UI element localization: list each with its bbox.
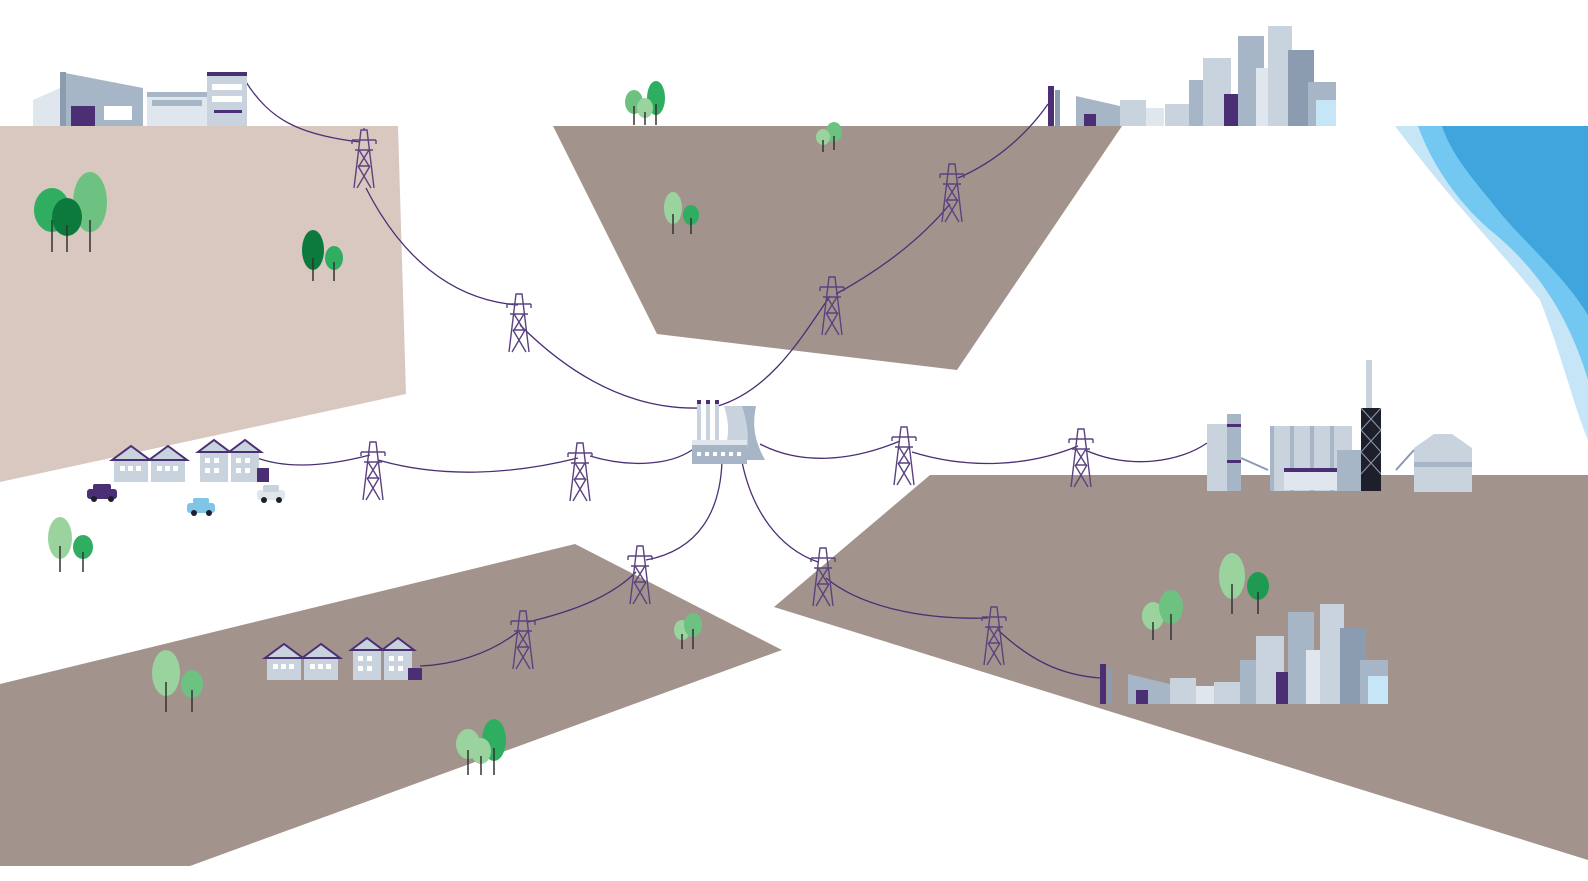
pylon-icon	[506, 293, 532, 353]
house-icon	[298, 642, 344, 680]
tree-icon	[48, 517, 93, 572]
pylon-icon	[567, 442, 593, 502]
house-icon	[379, 636, 422, 680]
power-station-icon	[692, 400, 765, 464]
pylon-icon	[891, 426, 917, 486]
power-lines	[245, 81, 1208, 679]
tree-icon	[816, 122, 842, 152]
houses-village-bottom	[261, 636, 422, 680]
pylon-icon	[1068, 428, 1094, 488]
city-skyline-icon	[1048, 26, 1336, 126]
pylon-icon	[939, 163, 965, 223]
house-icon	[195, 438, 233, 482]
pylon-icon	[360, 441, 386, 501]
pylon-icon	[627, 545, 653, 605]
tree-icon	[302, 230, 343, 281]
land-plot-bottom-right	[774, 475, 1588, 860]
car-icon	[257, 485, 285, 503]
land-plots	[0, 126, 1588, 866]
tree-icon	[34, 172, 107, 252]
houses-village-middle	[108, 438, 269, 482]
tree-icon	[1219, 553, 1269, 614]
factory-icon	[33, 72, 247, 126]
house-icon	[226, 438, 269, 482]
house-icon	[261, 642, 307, 680]
river-icon	[1395, 126, 1588, 440]
city-skyline-icon	[1100, 604, 1388, 704]
tree-icon	[152, 650, 203, 712]
house-icon	[348, 636, 386, 680]
tree-icon	[456, 719, 506, 775]
trees	[34, 81, 1269, 775]
pylon-icon	[351, 128, 377, 189]
land-plot-bottom-left	[0, 544, 782, 866]
pylon-icon	[810, 547, 836, 607]
house-icon	[108, 444, 154, 482]
pylon-icon	[981, 606, 1007, 666]
tree-icon	[674, 613, 702, 649]
pylons	[351, 128, 1094, 670]
car-icon	[87, 484, 117, 502]
land-plot-top-center	[553, 126, 1122, 370]
land-plot-top-left	[0, 126, 406, 482]
tree-icon	[1142, 590, 1183, 640]
tree-icon	[625, 81, 665, 125]
pylon-icon	[819, 276, 845, 336]
pylon-icon	[510, 610, 536, 670]
car-icon	[187, 498, 215, 516]
tree-icon	[664, 192, 699, 234]
industrial-plant-icon	[1207, 360, 1472, 492]
house-icon	[145, 444, 191, 482]
